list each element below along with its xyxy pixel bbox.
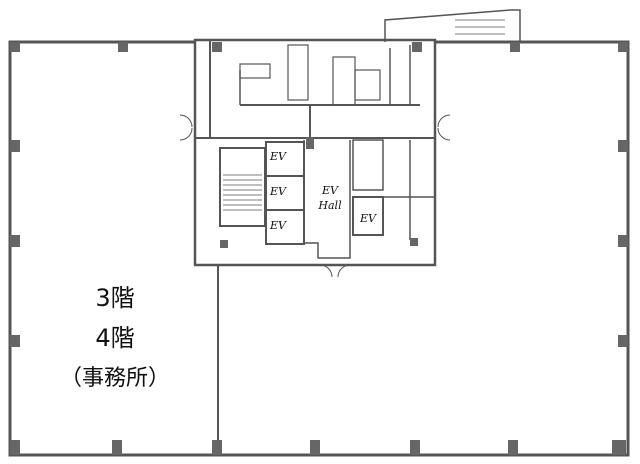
floor-label-3: 3階: [95, 284, 135, 312]
elevator-label: EV: [270, 150, 286, 163]
floor-label-4: 4階: [95, 324, 135, 352]
usage-label: （事務所）: [59, 366, 170, 391]
outer-wall: [8, 40, 630, 457]
elevator-label: EV: [270, 219, 286, 232]
columns: [10, 42, 628, 455]
stairwell: [219, 147, 266, 227]
elevator-label: EV: [360, 212, 376, 225]
ev-hall-line: EV: [322, 184, 338, 197]
elevator-label: EV: [270, 185, 286, 198]
ev-hall-wall: [303, 140, 351, 259]
ev-hall-label: EV Hall: [312, 183, 348, 213]
core: [193, 38, 437, 267]
ev-hall-line: Hall: [318, 199, 342, 212]
